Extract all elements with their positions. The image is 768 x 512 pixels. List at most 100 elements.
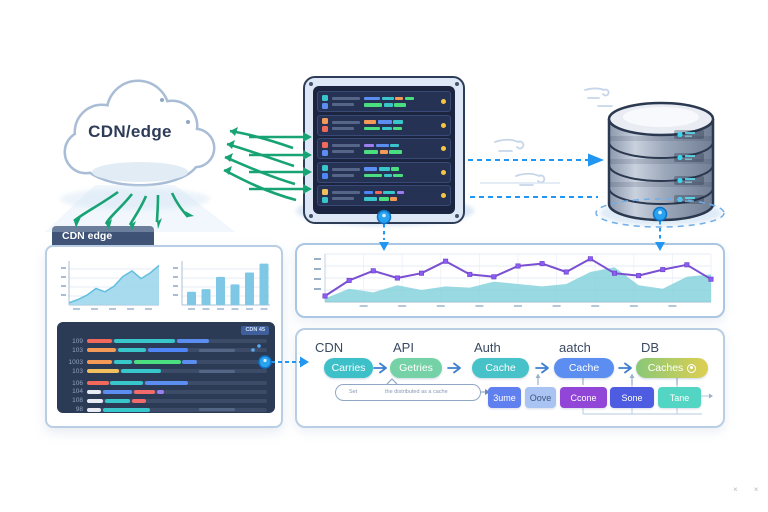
row-segment <box>117 348 147 353</box>
row-label: 106 <box>72 379 83 387</box>
row-label: 103 <box>72 367 83 375</box>
row-segment <box>148 348 188 353</box>
table-row: 1003 <box>63 358 267 367</box>
bracket-note-right: the distributed as a cache <box>385 389 448 395</box>
table-row: 109 <box>63 337 267 346</box>
pipeline-panel: CDN API Auth aatch DB Carries Getries Ca… <box>295 328 725 428</box>
table-row: 103 <box>63 367 267 376</box>
server-unit-text <box>332 120 360 130</box>
row-segment <box>87 407 102 412</box>
left-panel-tab: CDN edge <box>52 226 154 246</box>
server-unit-text <box>332 97 360 106</box>
stage-label-cdn: CDN <box>315 340 344 355</box>
row-note <box>198 348 235 352</box>
stage-label-db: DB <box>641 340 660 355</box>
stage-label-api: API <box>393 340 414 355</box>
flow-box-4: Tane <box>658 387 701 408</box>
row-note <box>198 369 235 373</box>
server-unit-bars <box>364 143 437 154</box>
row-label: 108 <box>72 397 83 405</box>
row-track <box>87 407 267 412</box>
cloud-label: CDN/edge <box>88 122 172 141</box>
flow-pill-batch: Cache <box>554 358 614 378</box>
flow-pill-db: Caches <box>636 358 708 378</box>
flow-arrow-icon <box>373 362 387 374</box>
flow-arrow-icon <box>618 362 632 374</box>
edge-server-rack <box>303 76 465 224</box>
cdn-count-badge: CDN 45 <box>241 326 269 335</box>
row-segment <box>121 369 161 374</box>
flow-box-2: Ccone <box>560 387 607 408</box>
table-row: 98 <box>63 405 267 414</box>
mini-bar-chart <box>173 261 270 310</box>
stage-label-auth: Auth <box>474 340 501 355</box>
row-segment <box>87 389 102 394</box>
row-track <box>87 389 267 394</box>
row-segment <box>105 398 131 403</box>
row-segment <box>133 360 181 365</box>
server-unit-icons <box>322 165 328 179</box>
cloud-icon <box>63 79 216 187</box>
server-unit <box>317 91 451 112</box>
row-label: 109 <box>72 337 83 345</box>
traffic-timeline-chart <box>314 253 714 307</box>
flow-pill-auth: Cache <box>472 358 529 378</box>
screw-icon <box>455 214 459 218</box>
flow-box-0: 3ume <box>488 387 521 408</box>
server-unit-bars <box>364 120 437 130</box>
flow-arrow-icon <box>535 362 549 374</box>
ingress-arrows <box>249 135 303 191</box>
flow-pill-cdn: Carries <box>324 358 373 378</box>
row-track <box>87 381 267 385</box>
row-segment <box>87 339 113 344</box>
row-note <box>198 408 235 412</box>
row-segment <box>157 389 165 394</box>
status-led <box>441 122 446 128</box>
return-arrows <box>223 129 297 202</box>
row-segment <box>182 360 197 365</box>
status-led <box>441 99 446 104</box>
row-segment <box>132 398 147 403</box>
server-unit-icons <box>322 118 328 132</box>
bracket-note-left: Set <box>349 389 358 395</box>
row-label: 104 <box>72 388 83 396</box>
row-label: 98 <box>75 406 83 414</box>
server-unit <box>317 185 451 206</box>
table-row: 104 <box>63 387 267 396</box>
annotation-bracket <box>335 384 481 401</box>
row-segment <box>103 389 132 394</box>
row-segment <box>87 398 104 403</box>
server-unit-bars <box>364 167 437 177</box>
server-unit-icons <box>322 141 328 156</box>
server-rack-screen <box>313 86 455 214</box>
row-segment <box>133 389 156 394</box>
mini-area-chart <box>61 261 160 310</box>
screw-icon <box>309 82 313 86</box>
server-unit-text <box>332 144 360 153</box>
screw-icon <box>455 82 459 86</box>
row-track <box>87 348 267 353</box>
flow-box-3: Sone <box>610 387 654 408</box>
target-icon <box>687 363 697 373</box>
server-unit-icons <box>322 188 328 203</box>
pipeline-connectors <box>386 373 713 415</box>
flow-arrow-icon <box>447 362 461 374</box>
row-track <box>87 360 267 365</box>
server-unit <box>317 161 451 183</box>
row-segment <box>177 339 210 344</box>
row-track <box>87 369 267 374</box>
row-track <box>87 339 267 344</box>
screw-icon <box>309 214 313 218</box>
row-segment <box>87 369 120 374</box>
corner-marks: × × <box>733 485 766 494</box>
table-row: 106 <box>63 379 267 388</box>
status-led <box>441 193 446 198</box>
flow-box-1: Oove <box>525 387 556 408</box>
table-row: 103 <box>63 346 267 355</box>
database-icon <box>607 101 715 222</box>
row-segment <box>87 381 109 385</box>
status-led <box>441 169 446 175</box>
row-label: 103 <box>72 346 83 354</box>
